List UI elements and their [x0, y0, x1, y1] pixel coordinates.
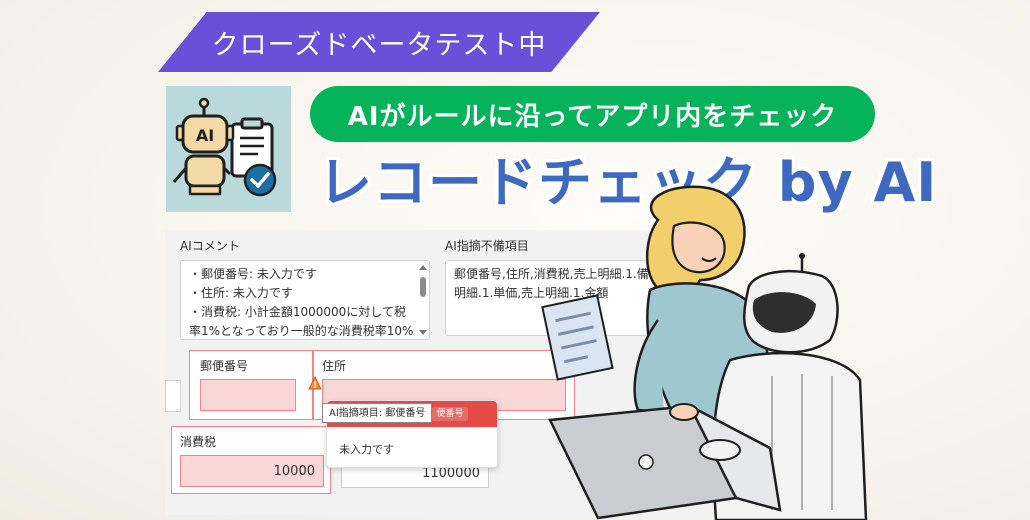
address-label: 住所 — [322, 359, 347, 373]
ai-error-popup-message: 未入力です — [339, 443, 394, 456]
scroll-down-icon[interactable] — [419, 330, 427, 335]
woman-smile — [701, 257, 717, 262]
consumption-tax-label: 消費税 — [180, 435, 217, 449]
ai-comment-label: AIコメント — [180, 239, 240, 253]
postal-code-input[interactable] — [200, 379, 296, 411]
robot-badge-text: AI — [195, 126, 215, 145]
feature-pill: AIがルールに沿ってアプリ内をチェック — [310, 86, 875, 142]
robot-visor — [752, 292, 816, 333]
document-icon — [541, 294, 614, 381]
ai-comment-line: 率1%となっており一般的な消費税率10% — [189, 324, 414, 338]
laptop-logo-icon — [638, 454, 654, 470]
warning-icon[interactable] — [308, 376, 322, 390]
consumption-tax-field: 消費税 10000 — [171, 426, 331, 494]
ai-flag-line: 明細.1.単価,売上明細.1.金額 — [454, 286, 609, 300]
postal-code-field: 郵便番号 — [189, 350, 313, 420]
woman-arm — [633, 319, 665, 414]
robot-checklist-illustration: AI — [166, 86, 291, 212]
consumption-tax-input[interactable]: 10000 — [180, 455, 324, 487]
feature-pill-text: AIがルールに沿ってアプリ内をチェック — [347, 101, 838, 132]
partial-field — [165, 380, 181, 412]
ai-flag-line: 郵便番号,住所,消費税,売上明細.1.備考, — [454, 267, 665, 281]
woman-face — [671, 221, 726, 274]
ai-flag-label: AI指摘不備項目 — [445, 239, 529, 253]
robot-icon — [172, 97, 277, 197]
woman-hand — [669, 403, 699, 421]
ai-comment-line: ・消費税: 小計金額1000000に対して税 — [189, 305, 406, 319]
ai-flag-tooltip: AI指摘項目: 郵便番号 — [322, 403, 432, 423]
postal-code-label: 郵便番号 — [200, 359, 249, 373]
ai-comment-line: ・郵便番号: 未入力です — [189, 267, 317, 281]
robot-antenna-tip — [799, 253, 805, 259]
scroll-thumb[interactable] — [420, 277, 426, 297]
laptop-keyboard — [687, 403, 782, 512]
ai-comment-line: ・住所: 未入力です — [189, 286, 293, 300]
beta-ribbon: クローズドベータテスト中 — [158, 12, 600, 72]
ai-comment-scrollbar[interactable] — [419, 265, 427, 335]
ai-flag-tag: 便番号 — [432, 407, 468, 421]
woman-robot-laptop-illustration — [541, 185, 868, 520]
scroll-up-icon[interactable] — [419, 265, 427, 270]
ai-flag-textarea[interactable]: 郵便番号,住所,消費税,売上明細.1.備考, 明細.1.単価,売上明細.1.金額 — [445, 260, 685, 336]
beta-ribbon-text: クローズドベータテスト中 — [211, 29, 547, 61]
page-title: レコードチェック by AI — [318, 151, 938, 214]
ai-comment-textarea[interactable]: ・郵便番号: 未入力です ・住所: 未入力です ・消費税: 小計金額100000… — [180, 260, 430, 340]
robot-hand — [699, 439, 741, 461]
